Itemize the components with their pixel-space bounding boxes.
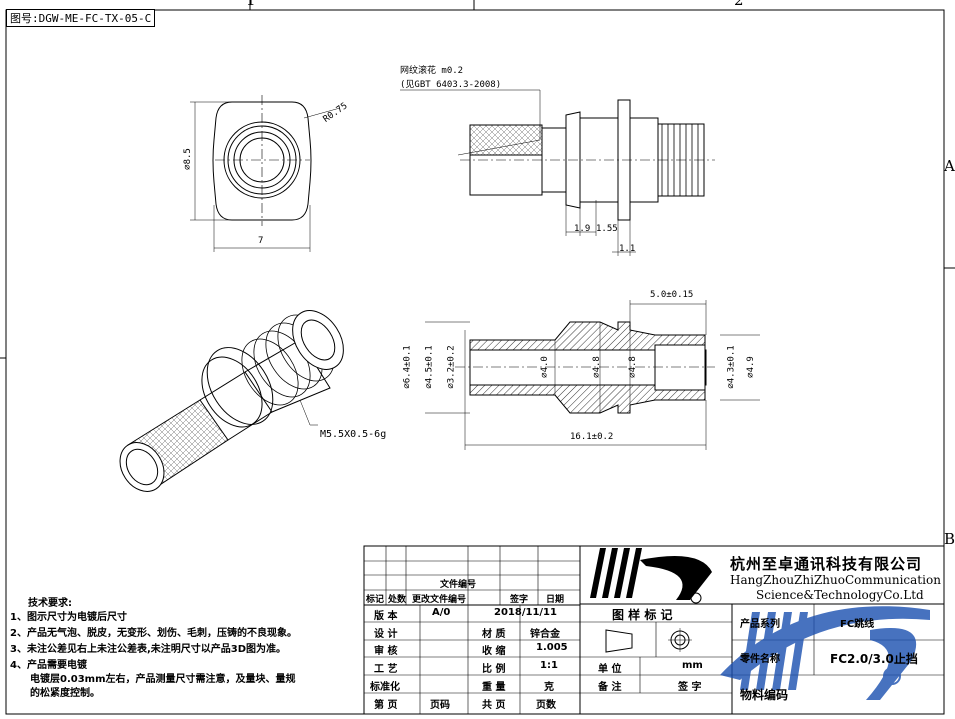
tb-material-code: 物料编码: [740, 688, 789, 702]
dim-side-b: 1.55: [596, 224, 618, 234]
zone-marker-2: 2: [734, 0, 744, 9]
tb-material-label: 材 质: [482, 629, 506, 640]
tb-date-value: 2018/11/11: [494, 607, 557, 618]
dim-side-c: 1.1: [619, 244, 636, 254]
watermark-logo: [720, 606, 930, 700]
tb-rev-header-sign: 签字: [510, 595, 529, 605]
knurl-note: 网纹滚花 m0.2: [400, 66, 464, 76]
tech-requirement-3: 3、未注公差见右上未注公差表,未注明尺寸以产品3D图为准。: [10, 644, 287, 655]
tb-total-label: 共 页: [482, 700, 506, 711]
tb-rev-header-date: 日期: [546, 595, 565, 605]
tb-unit-value: mm: [682, 660, 703, 671]
company-name-en-1: HangZhouZhiZhuoCommunication: [730, 573, 941, 587]
tb-rev-header-docno: 更改文件编号: [412, 595, 467, 605]
section-view: [425, 300, 760, 450]
knurl-standard-note: (见GBT 6403.3-2008): [400, 80, 502, 90]
tech-requirements-title: 技术要求:: [28, 598, 72, 609]
company-name-cn: 杭州至卓通讯科技有限公司: [730, 555, 923, 573]
company-name-en-2: Science&TechnologyCo.Ltd: [756, 588, 924, 602]
tb-material-value: 锌合金: [530, 629, 560, 640]
tech-requirement-2: 2、产品无气泡、脱皮，无变形、划伤、毛刺，压铸的不良现象。: [10, 628, 297, 639]
dim-total-length: 16.1±0.2: [570, 432, 614, 442]
tb-page-label: 第 页: [374, 700, 398, 711]
tb-scale-label: 比 例: [482, 664, 506, 675]
zone-marker-a: A: [944, 157, 955, 175]
dim-side-a: 1.9: [574, 224, 591, 234]
dim-dia-4-8-a: ⌀4.8: [591, 356, 602, 378]
tb-part-name-label: 零件名称: [740, 654, 780, 665]
tb-scale-value: 1:1: [540, 660, 558, 671]
tb-remark-label: 备 注: [598, 682, 622, 693]
front-view: [190, 95, 341, 252]
dim-dia-4-9: ⌀4.9: [745, 356, 756, 378]
zone-marker-b: B: [944, 530, 955, 548]
dim-thread-length: 5.0±0.15: [650, 290, 694, 300]
tb-sign-label: 签 字: [678, 682, 702, 693]
dim-dia-4-3: ⌀4.3±0.1: [726, 345, 737, 389]
dim-front-dia: ⌀8.5: [182, 148, 193, 170]
dim-dia-4-5: ⌀4.5±0.1: [424, 345, 435, 389]
tb-weight-label: 重 量: [482, 682, 506, 693]
tb-total-value: 页数: [536, 700, 556, 711]
tb-shrink-value: 1.005: [536, 642, 568, 653]
tb-pattern-mark: 图 样 标 记: [612, 608, 673, 622]
tech-requirement-5: 电镀层0.03mm左右，产品测量尺寸需注意，及量块、量规: [30, 674, 296, 685]
dim-dia-4-0: ⌀4.0: [539, 356, 550, 378]
tb-product-series-value: FC跳线: [840, 619, 875, 630]
tb-process-label: 工 艺: [374, 664, 398, 675]
tb-file-number: 文件编号: [440, 580, 477, 590]
side-view: [400, 89, 715, 256]
tech-requirement-6: 的松紧度控制。: [30, 688, 100, 699]
tb-version-label: 版 本: [374, 611, 398, 622]
tb-design-label: 设 计: [374, 629, 398, 640]
tb-review-label: 审 核: [374, 646, 398, 657]
tb-weight-value: 克: [544, 682, 554, 693]
tb-standard-label: 标准化: [370, 682, 400, 693]
drawing-number: 图号:DGW-ME-FC-TX-05-C: [6, 9, 156, 27]
isometric-view: [119, 310, 344, 492]
tb-version-value: A/0: [432, 607, 451, 618]
tech-requirement-1: 1、图示尺寸为电镀后尺寸: [10, 612, 127, 623]
dim-front-width: 7: [258, 236, 264, 246]
tb-unit-label: 单 位: [598, 664, 622, 675]
zone-marker-1: 1: [246, 0, 256, 9]
tech-requirement-4: 4、产品需要电镀: [10, 660, 87, 671]
dim-dia-3-2: ⌀3.2±0.2: [446, 345, 457, 389]
tb-shrink-label: 收 缩: [482, 646, 506, 657]
dim-dia-6-4: ⌀6.4±0.1: [402, 345, 413, 389]
tb-page-value: 页码: [430, 700, 450, 711]
title-block: [363, 545, 945, 715]
thread-spec-note: M5.5X0.5-6g: [320, 429, 387, 440]
tb-rev-header-mark: 标记: [366, 595, 385, 605]
tb-product-series-label: 产品系列: [740, 619, 780, 630]
tb-part-name-value: FC2.0/3.0止挡: [830, 652, 918, 666]
dim-dia-4-8-b: ⌀4.8: [627, 356, 638, 378]
company-logo: [590, 548, 712, 604]
tb-rev-header-count: 处数: [388, 595, 407, 605]
